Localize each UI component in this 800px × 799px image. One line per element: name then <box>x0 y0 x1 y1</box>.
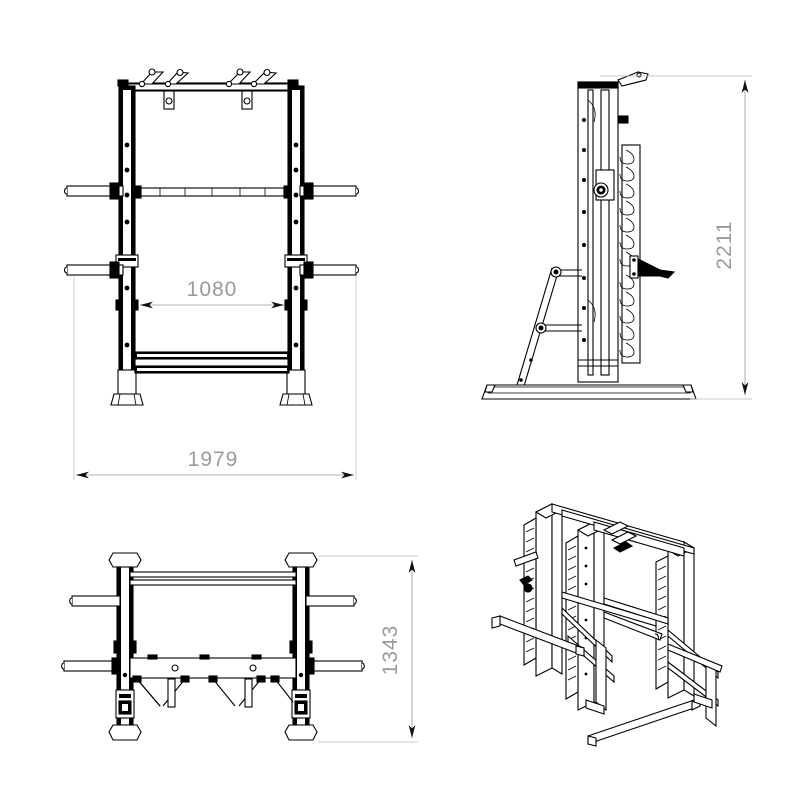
side-upright-column <box>577 81 629 383</box>
dimension-1080: 1080 <box>140 278 284 309</box>
front-weight-horn-upper-left <box>64 182 124 200</box>
dimension-1343: 1343 <box>318 555 418 743</box>
iso-notch-rail-left <box>519 517 537 666</box>
iso-upright-back-left <box>534 503 564 677</box>
front-weight-horn-upper-right <box>299 182 359 200</box>
dimension-1979: 1979 <box>73 276 357 480</box>
side-base-foot <box>481 359 697 400</box>
top-view <box>61 552 365 741</box>
side-view <box>481 71 697 400</box>
front-pullup-handle-assembly <box>117 68 299 110</box>
front-upright-left <box>110 85 144 406</box>
front-weight-horn-lower-right <box>299 261 359 279</box>
top-cross-rails <box>129 571 297 586</box>
dimension-1343-label: 1343 <box>379 625 402 676</box>
dimension-2211: 2211 <box>600 75 752 400</box>
iso-base-feet <box>491 615 713 747</box>
front-barbell <box>135 185 290 199</box>
side-top-handle <box>617 71 649 87</box>
iso-mid-beam <box>561 591 669 627</box>
front-view <box>64 68 359 406</box>
top-weight-horn-upper-right <box>305 595 357 607</box>
top-center-beam <box>129 654 297 679</box>
side-jhook-notch-rail <box>619 144 676 364</box>
isometric-view <box>491 503 723 747</box>
top-upright-right <box>284 552 318 741</box>
dimension-1080-label: 1080 <box>187 278 238 301</box>
dimension-2211-label: 2211 <box>713 220 736 269</box>
top-weight-horn-lower-left <box>61 657 121 675</box>
front-weight-horn-lower-left <box>64 261 124 279</box>
iso-top-handles <box>602 521 638 553</box>
top-accessory-pegs <box>132 675 294 708</box>
dimension-1979-label: 1979 <box>188 448 239 471</box>
side-ladder-frame <box>516 266 582 387</box>
side-jhook-bracket <box>629 255 676 279</box>
top-weight-horn-lower-right <box>305 657 365 675</box>
front-upright-right <box>279 85 313 406</box>
top-upright-left <box>108 552 142 741</box>
top-weight-horn-upper-left <box>69 595 121 607</box>
front-base-crossbeam <box>134 351 290 374</box>
iso-weight-horns <box>513 551 723 673</box>
